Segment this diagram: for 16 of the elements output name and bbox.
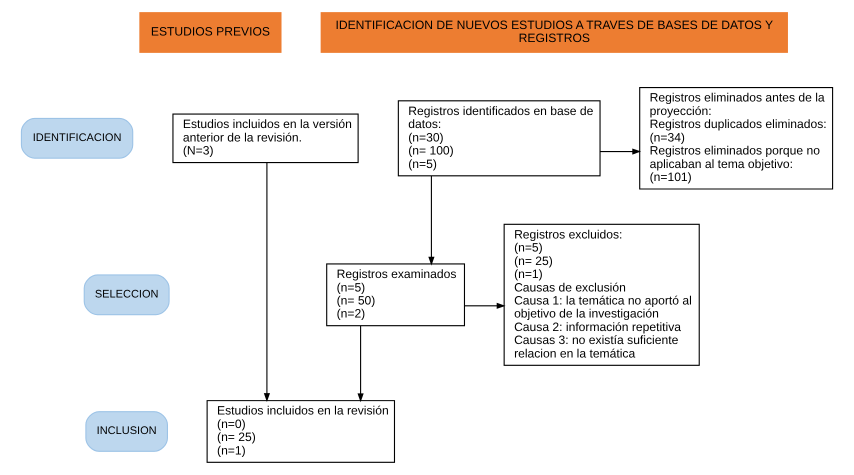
node-box: Registros identificados en base de datos: (n=30) (n= 100) (n=5): [398, 100, 601, 176]
node-box: INCLUSION: [85, 411, 168, 452]
node-box: Registros examinados (n=5) (n= 50) (n=2): [326, 263, 466, 326]
node-box: Estudios incluidos en la revisión (n=0) (n= 25) (n=1): [206, 400, 396, 463]
arrow: [358, 326, 364, 402]
node-box: IDENTIFICACION DE NUEVOS ESTUDIOS A TRAVES DE BASES DE DATOS Y REGISTROS: [320, 12, 788, 53]
node-box: Estudios incluidos en la versión anterior de la revisión. (N=3): [172, 114, 359, 164]
arrow: [600, 148, 642, 155]
node-box: Registros excluidos: (n=5) (n= 25) (n=1) Causas de exclusión Causa 1: la temática no aportó al objetivo de la investigación Causa 2: información repetitiva Causas 3: no existía suficiente relacion en la temática: [504, 224, 700, 366]
node-box: SELECCION: [84, 274, 170, 316]
arrow: [428, 176, 434, 266]
node-box: Registros eliminados antes de la proyección: Registros duplicados eliminados: (n=34) Registros eliminados porque no aplicaban al tema objetivo: (n=101): [639, 87, 834, 190]
arrow: [264, 162, 270, 402]
node-box: ESTUDIOS PREVIOS: [139, 12, 282, 53]
node-box: IDENTIFICACION: [20, 118, 134, 159]
arrow: [464, 302, 506, 309]
